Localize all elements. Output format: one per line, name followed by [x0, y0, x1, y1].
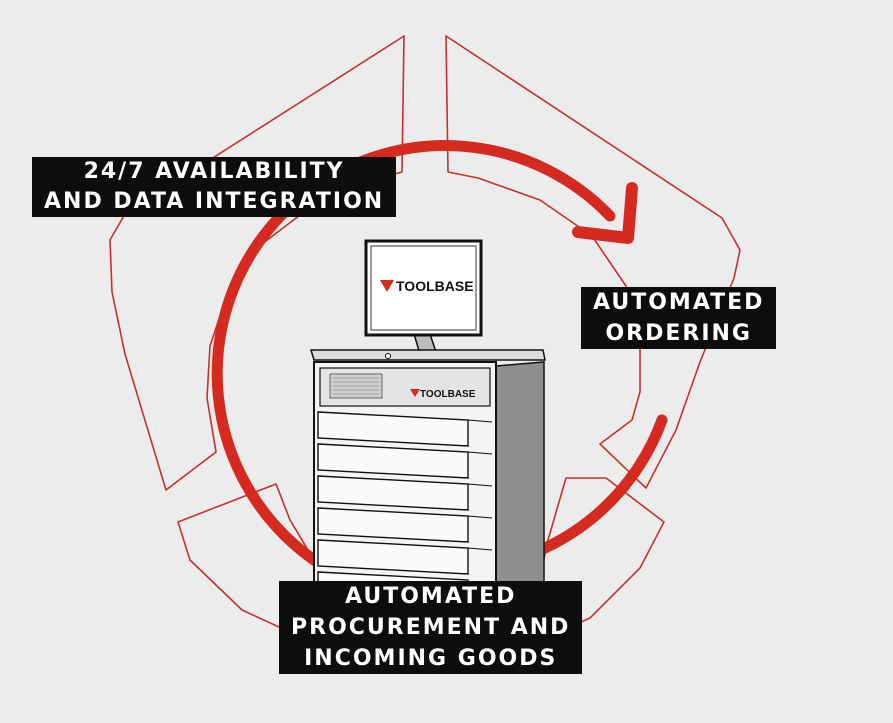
drawer: [317, 507, 469, 543]
label-procurement: AUTOMATED PROCUREMENT AND INCOMING GOODS: [279, 581, 583, 674]
arrowhead-icon: [572, 182, 638, 244]
label-ordering-line-1: AUTOMATED: [593, 290, 765, 315]
cycle-arrow-right: [539, 414, 668, 554]
label-procurement-line-2: PROCUREMENT AND: [291, 615, 571, 640]
outline-segment-top-right: [445, 35, 741, 489]
label-availability: 24/7 AVAILABILITY AND DATA INTEGRATION: [32, 157, 397, 217]
label-availability-line-2: AND DATA INTEGRATION: [44, 189, 385, 214]
cabinet-brand: TOOLBASE: [420, 389, 476, 400]
monitor: TOOLBASE: [364, 239, 483, 355]
drawer: [317, 443, 469, 479]
monitor-brand: TOOLBASE: [396, 278, 474, 294]
drawer: [317, 539, 469, 575]
cabinet: TOOLBASE: [309, 349, 546, 601]
drawer: [317, 475, 469, 511]
label-ordering: AUTOMATED ORDERING: [581, 287, 777, 349]
label-procurement-line-3: INCOMING GOODS: [304, 646, 558, 671]
cabinet-logo-icon: [410, 389, 420, 397]
toolbase-logo-icon: [380, 280, 394, 292]
label-ordering-line-2: ORDERING: [605, 321, 752, 346]
drawer: [317, 411, 469, 447]
label-availability-line-1: 24/7 AVAILABILITY: [83, 159, 345, 184]
label-procurement-line-1: AUTOMATED: [345, 584, 517, 609]
